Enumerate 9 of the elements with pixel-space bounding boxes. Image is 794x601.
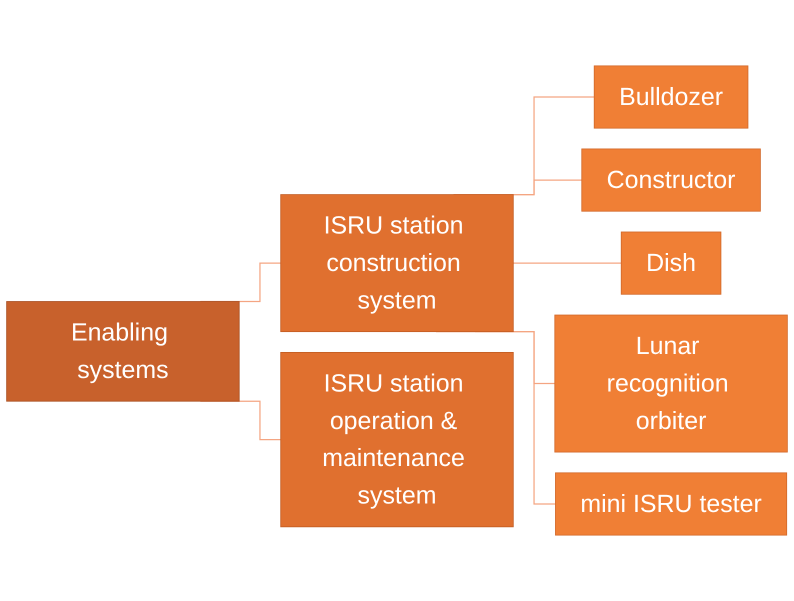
node-box: ISRU station operation & maintenance system <box>280 352 514 528</box>
node-box: Constructor <box>581 148 761 212</box>
node-box: ISRU station construction system <box>280 194 514 332</box>
node-box: Enabling systems <box>6 301 240 402</box>
node-box: Dish <box>620 232 722 295</box>
node-box: Lunar recognition orbiter <box>554 314 788 452</box>
node-box: mini ISRU tester <box>555 472 788 536</box>
connector <box>513 262 622 264</box>
node-box: Bulldozer <box>594 65 748 129</box>
